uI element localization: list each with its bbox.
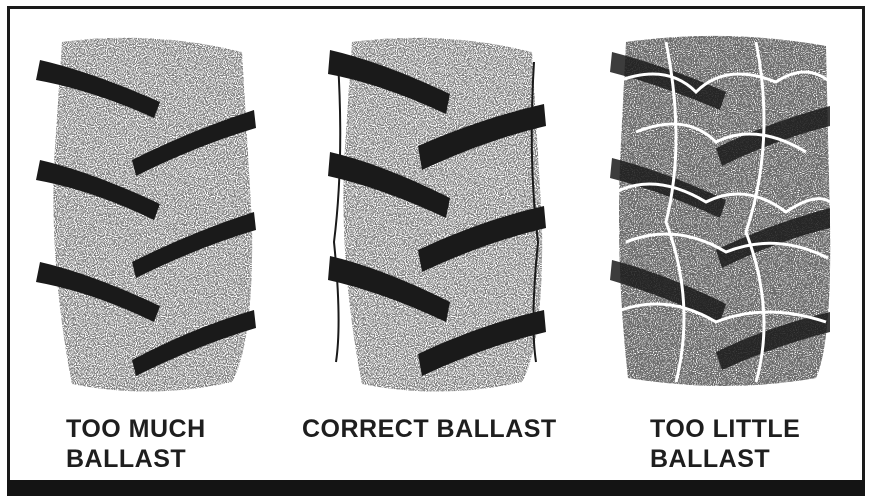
label-line-1: CORRECT BALLAST	[302, 414, 557, 444]
label-correct-ballast: CORRECT BALLAST	[302, 414, 557, 444]
label-line-2: BALLAST	[66, 444, 206, 474]
tire-track-too-little-ballast	[606, 22, 846, 402]
label-line-2: BALLAST	[650, 444, 800, 474]
bottom-border-bar	[7, 480, 865, 496]
label-too-little-ballast: TOO LITTLE BALLAST	[650, 414, 800, 474]
tire-track-correct-ballast	[322, 22, 562, 402]
tire-track-too-much-ballast	[32, 22, 272, 402]
label-too-much-ballast: TOO MUCH BALLAST	[66, 414, 206, 474]
label-line-1: TOO LITTLE	[650, 414, 800, 444]
label-line-1: TOO MUCH	[66, 414, 206, 444]
